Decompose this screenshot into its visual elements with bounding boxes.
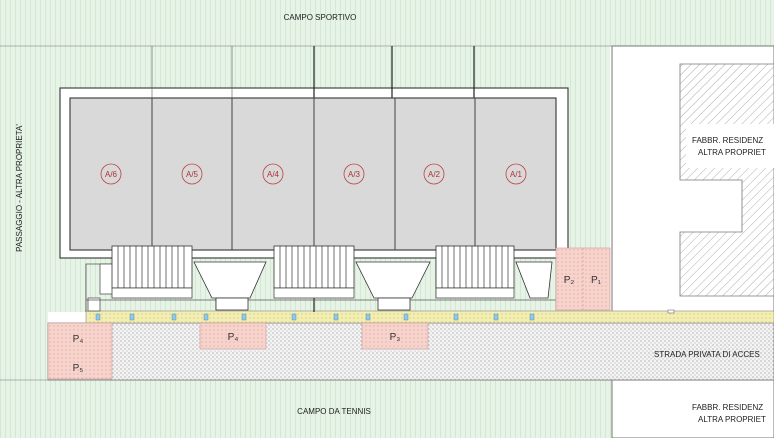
unit-a4: A/4 — [262, 163, 284, 185]
neighbor-bottom-lot — [611, 379, 774, 438]
parking-middle: P₄ — [199, 322, 267, 350]
stairs-right — [435, 245, 515, 299]
porch-shapes — [193, 261, 553, 311]
label-road: STRADA PRIVATA DI ACCES — [654, 350, 760, 359]
unit-label: A/4 — [267, 170, 280, 179]
parking-label: P₂ — [564, 275, 575, 286]
building-block — [69, 97, 557, 251]
parking-label: P₃ — [390, 332, 401, 343]
unit-label: A/5 — [186, 170, 199, 179]
parking-center-right: P₃ — [361, 322, 429, 350]
unit-label: A/1 — [510, 170, 523, 179]
grass-top — [0, 0, 774, 46]
parking-label: P₄ — [73, 334, 84, 345]
walkway-markers — [95, 309, 675, 321]
label-right-bottom-1: FABBR. RESIDENZ — [692, 403, 763, 412]
unit-a2: A/2 — [423, 163, 445, 185]
label-left: PASSAGGIO - ALTRA PROPRIETA' — [15, 124, 24, 252]
unit-a5: A/5 — [181, 163, 203, 185]
label-top: CAMPO SPORTIVO — [284, 13, 357, 22]
parking-label: P₄ — [228, 332, 239, 343]
unit-a3: A/3 — [343, 163, 365, 185]
unit-a6: A/6 — [100, 163, 122, 185]
label-right-top-2: ALTRA PROPRIET — [698, 148, 766, 157]
stairs-middle — [273, 245, 355, 299]
walkway — [85, 310, 774, 324]
unit-label: A/3 — [348, 170, 361, 179]
parking-left: P₄ P₅ — [47, 322, 113, 380]
unit-a1: A/1 — [505, 163, 527, 185]
yard-outline — [85, 263, 556, 312]
parking-right: P₂ P₁ — [555, 247, 611, 311]
unit-dividers — [151, 98, 476, 250]
parking-label: P₅ — [73, 363, 84, 374]
stairs-left — [111, 245, 193, 299]
label-right-top-1: FABBR. RESIDENZ — [692, 136, 763, 145]
grass-left — [0, 46, 48, 380]
parking-label: P₁ — [591, 275, 602, 286]
label-bottom: CAMPO DA TENNIS — [297, 407, 371, 416]
unit-label: A/6 — [105, 170, 118, 179]
neighbor-building-hatch — [679, 63, 774, 297]
unit-label: A/2 — [428, 170, 441, 179]
label-right-bottom-2: ALTRA PROPRIET — [698, 415, 766, 424]
